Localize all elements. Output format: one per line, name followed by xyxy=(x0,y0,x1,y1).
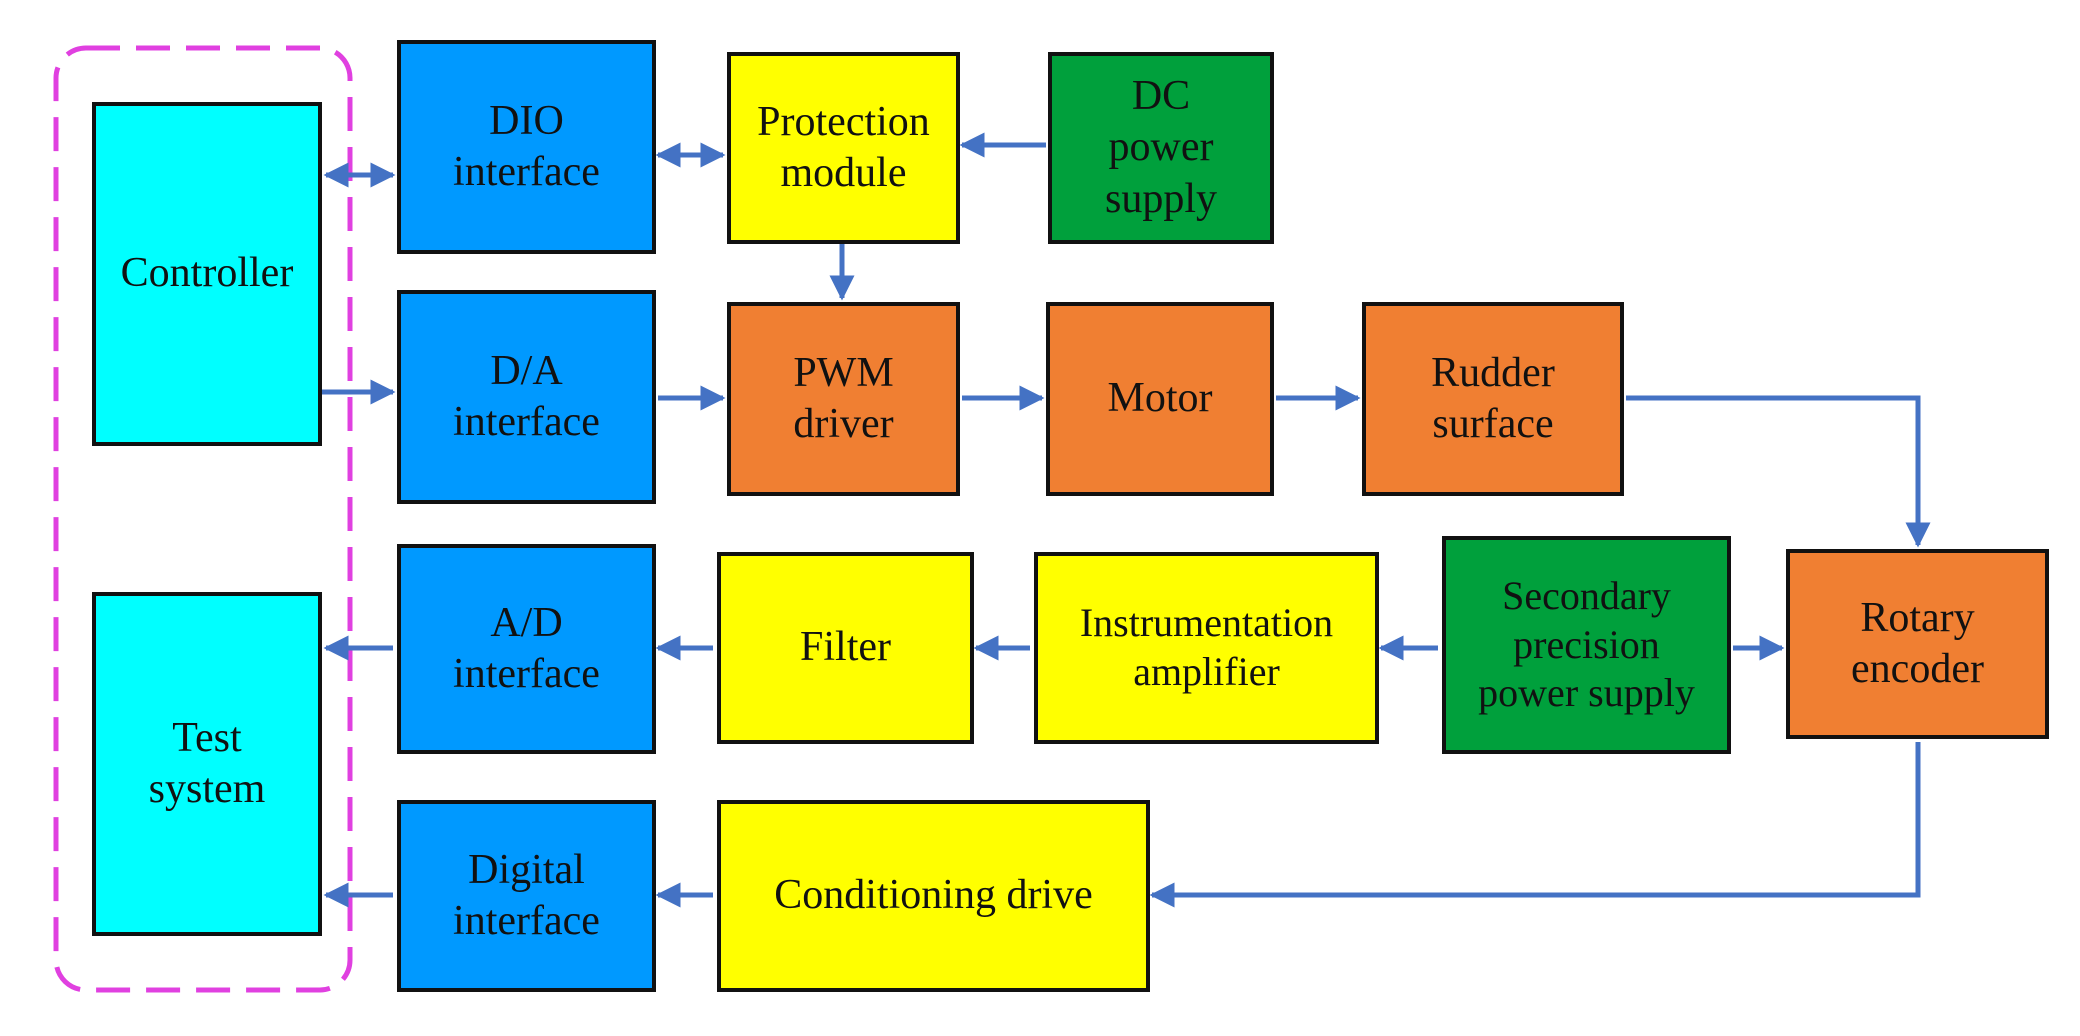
test-system-block: Test system xyxy=(92,592,322,936)
ad-interface-block: A/D interface xyxy=(397,544,656,754)
dio-interface-label: DIO interface xyxy=(453,97,600,195)
rudder-surface-label: Rudder surface xyxy=(1431,349,1555,447)
controller-block: Controller xyxy=(92,102,322,446)
filter-label: Filter xyxy=(800,624,891,671)
arrow-encoder-conditioning xyxy=(1149,742,1921,908)
pwm-driver-block: PWM driver xyxy=(727,302,960,496)
conditioning-drive-label: Conditioning drive xyxy=(774,872,1093,919)
da-interface-label: D/A interface xyxy=(453,347,600,445)
digital-interface-label: Digital interface xyxy=(453,846,600,944)
ad-interface-label: A/D interface xyxy=(453,599,600,697)
protection-module-label: Protection module xyxy=(757,98,930,196)
dio-interface-block: DIO interface xyxy=(397,40,656,254)
protection-module-block: Protection module xyxy=(727,52,960,244)
instrumentation-amplifier-label: Instrumentation amplifier xyxy=(1079,600,1334,694)
pwm-driver-label: PWM driver xyxy=(793,349,894,447)
motor-label: Motor xyxy=(1107,375,1213,422)
rudder-surface-block: Rudder surface xyxy=(1362,302,1624,496)
dc-power-supply-block: DC power supply xyxy=(1048,52,1274,244)
secondary-power-supply-block: Secondary precision power supply xyxy=(1442,536,1731,754)
da-interface-block: D/A interface xyxy=(397,290,656,504)
secondary-power-supply-label: Secondary precision power supply xyxy=(1478,572,1695,716)
test-system-label: Test system xyxy=(148,714,266,812)
instrumentation-amplifier-block: Instrumentation amplifier xyxy=(1034,552,1379,744)
controller-label: Controller xyxy=(120,250,294,297)
rotary-encoder-label: Rotary encoder xyxy=(1851,594,1984,692)
filter-block: Filter xyxy=(717,552,974,744)
rotary-encoder-block: Rotary encoder xyxy=(1786,549,2049,739)
motor-block: Motor xyxy=(1046,302,1274,496)
conditioning-drive-block: Conditioning drive xyxy=(717,800,1150,992)
dc-power-supply-label: DC power supply xyxy=(1104,73,1217,222)
arrow-rudder-encoder xyxy=(1626,395,1931,548)
digital-interface-block: Digital interface xyxy=(397,800,656,992)
dashed-group-outline xyxy=(53,45,353,993)
